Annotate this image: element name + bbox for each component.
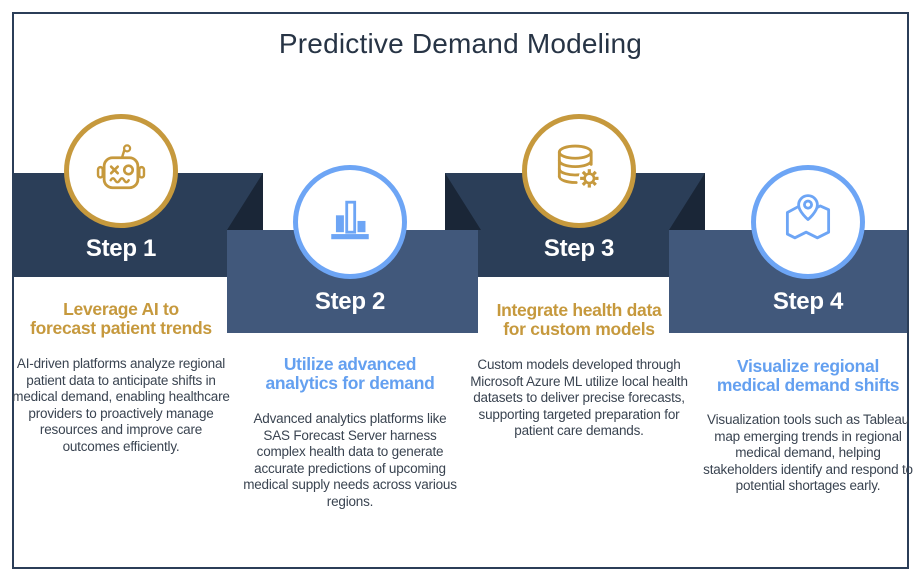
step-2-heading-line-1: Utilize advanced: [283, 354, 417, 374]
step-1-label: Step 1: [85, 235, 157, 262]
step-1-description: AI-driven platforms analyze regional pat…: [12, 356, 230, 454]
step-1-heading-line-1: Leverage AI to: [63, 299, 179, 319]
map-pin-icon: [778, 190, 838, 255]
page-title: Predictive Demand Modeling: [278, 28, 643, 59]
bar-chart-icon: [320, 190, 380, 255]
robot-icon: [91, 139, 151, 204]
step-2-circle: [293, 165, 407, 279]
step-3-heading: Integrate health data for custom models: [472, 301, 686, 339]
step-3-heading-line-1: Integrate health data: [496, 300, 662, 320]
step-3-circle: [522, 114, 636, 228]
step-3-description: Custom models developed through Microsof…: [470, 357, 688, 438]
step-3-label: Step 3: [543, 235, 615, 262]
step-2-heading-line-2: analytics for demand: [265, 373, 435, 393]
step-4-heading-line-2: medical demand shifts: [716, 375, 900, 395]
step-2-description: Advanced analytics platforms like SAS Fo…: [243, 411, 457, 509]
step-1-heading-line-2: forecast patient trends: [30, 318, 212, 338]
step-4-heading: Visualize regional medical demand shifts: [701, 357, 915, 395]
fold-right-of-step-3: [669, 173, 705, 230]
step-4-heading-line-1: Visualize regional: [736, 356, 880, 376]
step-2-heading: Utilize advanced analytics for demand: [243, 355, 457, 393]
fold-left-of-step-3: [445, 173, 481, 230]
step-1-circle: [64, 114, 178, 228]
step-2-label: Step 2: [314, 288, 386, 315]
step-4-label: Step 4: [772, 288, 844, 315]
step-4-circle: [751, 165, 865, 279]
database-gear-icon: [549, 139, 609, 204]
fold-right-of-step-1: [227, 173, 263, 230]
step-1-heading: Leverage AI to forecast patient trends: [14, 300, 228, 338]
step-3-heading-line-2: for custom models: [503, 319, 655, 339]
step-4-description: Visualization tools such as Tableau map …: [703, 412, 913, 493]
